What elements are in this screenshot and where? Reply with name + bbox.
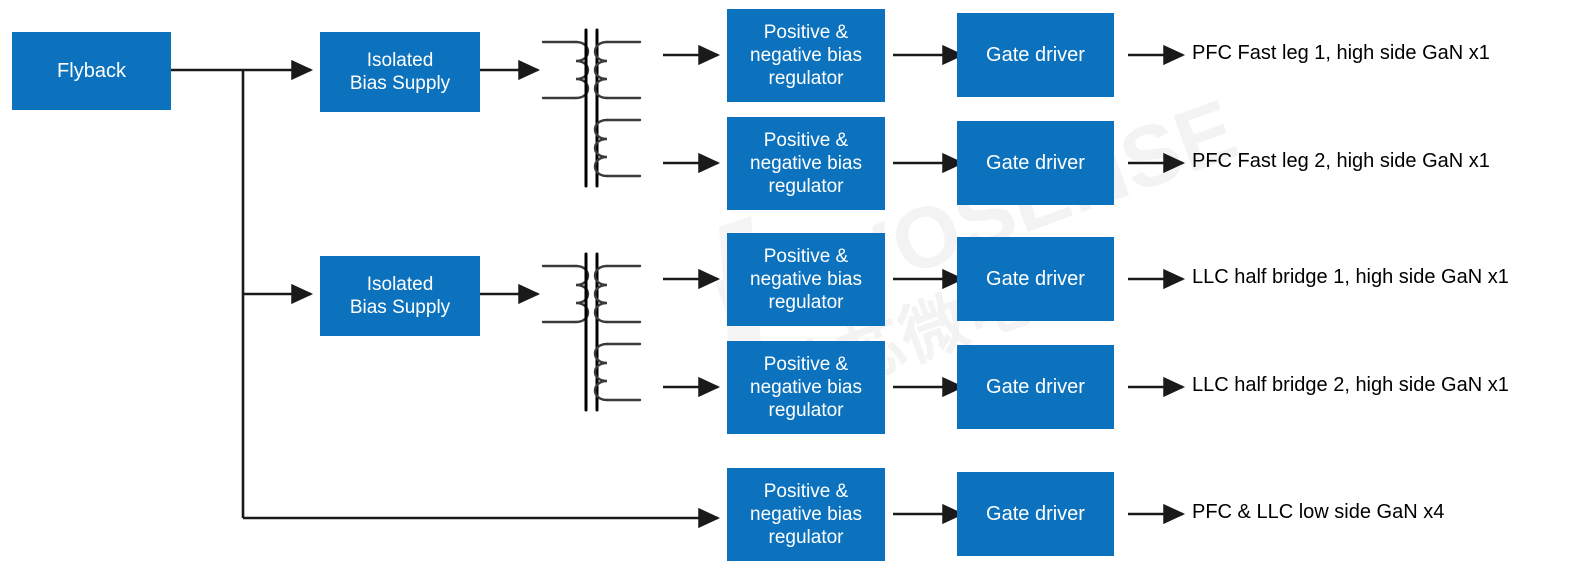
transformer-2-symbol (541, 252, 642, 412)
block-flyback[interactable]: Flyback (12, 32, 171, 110)
block-gate-driver-3-label: Gate driver (986, 267, 1085, 290)
transformer-1-symbol (541, 28, 642, 188)
output-label-1: PFC Fast leg 1, high side GaN x1 (1192, 42, 1490, 64)
block-flyback-label: Flyback (57, 59, 126, 82)
output-label-3: LLC half bridge 1, high side GaN x1 (1192, 266, 1509, 288)
block-gate-driver-5[interactable]: Gate driver (957, 472, 1114, 556)
block-gate-driver-4-label: Gate driver (986, 375, 1085, 398)
block-gate-driver-2[interactable]: Gate driver (957, 121, 1114, 205)
block-gate-driver-5-label: Gate driver (986, 502, 1085, 525)
block-gate-driver-2-label: Gate driver (986, 151, 1085, 174)
block-gate-driver-3[interactable]: Gate driver (957, 237, 1114, 321)
block-gate-driver-1-label: Gate driver (986, 43, 1085, 66)
output-label-5: PFC & LLC low side GaN x4 (1192, 501, 1445, 523)
output-label-2: PFC Fast leg 2, high side GaN x1 (1192, 150, 1490, 172)
block-gate-driver-4[interactable]: Gate driver (957, 345, 1114, 429)
output-label-4: LLC half bridge 2, high side GaN x1 (1192, 374, 1509, 396)
block-gate-driver-1[interactable]: Gate driver (957, 13, 1114, 97)
